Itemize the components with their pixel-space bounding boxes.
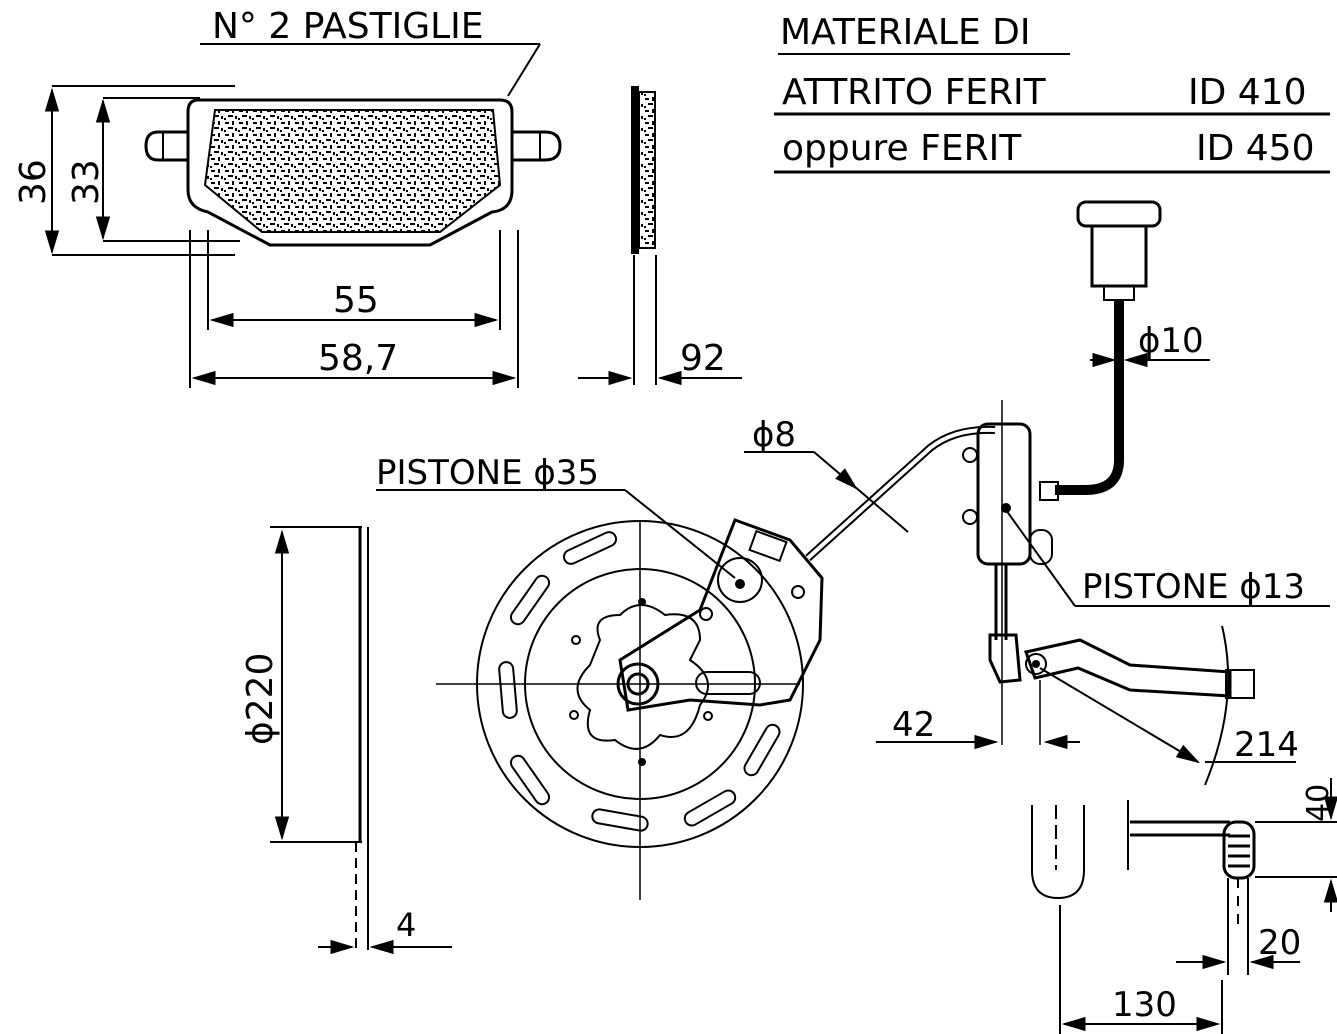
master-piston-label: PISTONE ϕ13 xyxy=(1082,567,1305,607)
hose-diameter: ϕ10 xyxy=(1138,321,1204,361)
material-row2-label: oppure FERIT xyxy=(782,128,1022,169)
material-row1-code: ID 410 xyxy=(1188,72,1307,113)
pads-title: N° 2 PASTIGLIE xyxy=(212,6,484,47)
master-cylinder xyxy=(962,200,1255,786)
material-heading: MATERIALE DI xyxy=(780,12,1030,53)
disc-diameter: ϕ220 xyxy=(240,653,281,745)
dim-92: 92 xyxy=(680,338,726,379)
footrest-detail xyxy=(1031,800,1337,1034)
dim-130: 130 xyxy=(1112,985,1177,1025)
brake-disc xyxy=(436,518,824,900)
dim-42: 42 xyxy=(892,705,935,745)
dim-33: 33 xyxy=(66,159,107,205)
dim-58-7: 58,7 xyxy=(318,338,398,379)
brake-pad-side-view xyxy=(578,86,742,386)
material-row2-code: ID 450 xyxy=(1196,128,1315,169)
caliper-piston-label: PISTONE ϕ35 xyxy=(376,453,599,493)
material-row1-label: ATTRITO FERIT xyxy=(782,72,1047,113)
brake-line-diameter: ϕ8 xyxy=(752,415,796,455)
disc-side-view xyxy=(270,526,452,955)
dim-55: 55 xyxy=(333,280,379,321)
disc-thickness: 4 xyxy=(396,906,416,944)
brake-pad-front-view xyxy=(144,98,562,247)
dim-214: 214 xyxy=(1234,725,1299,765)
dim-40: 40 xyxy=(1301,784,1336,822)
dim-20: 20 xyxy=(1258,923,1301,963)
dim-36: 36 xyxy=(13,159,54,205)
